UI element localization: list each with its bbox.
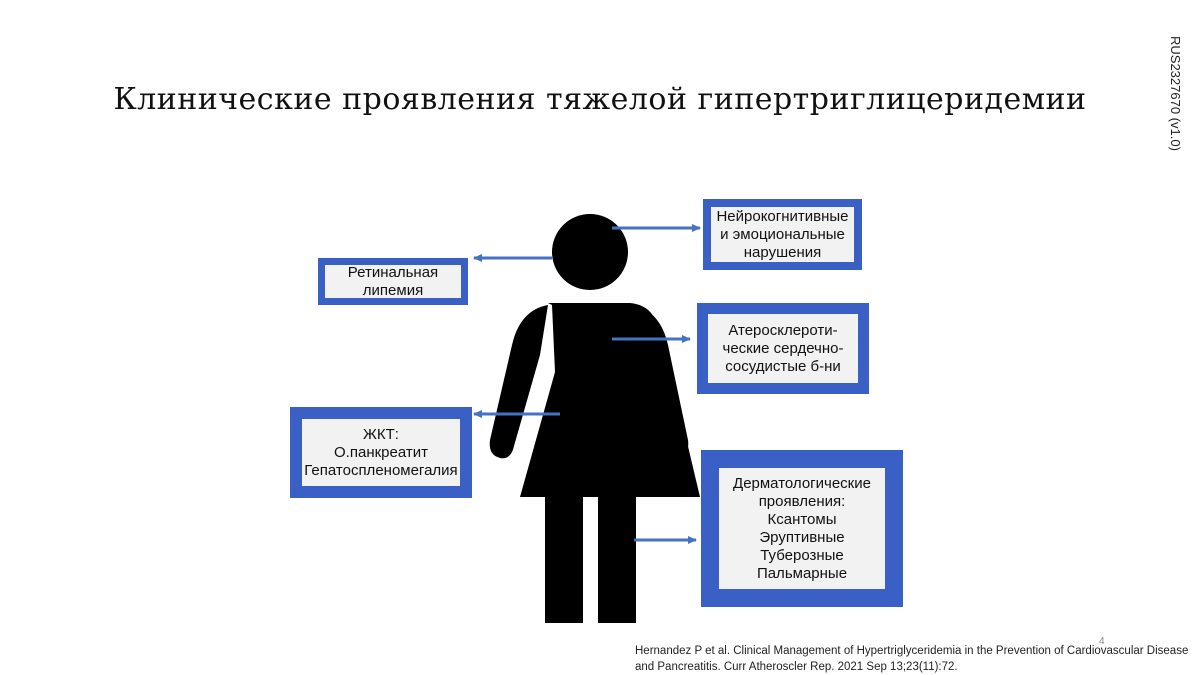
- box-line: ЖКТ:: [363, 425, 399, 443]
- box-line: проявления:: [758, 492, 846, 510]
- box-retinal-lipemia-text: Ретинальная липемия: [325, 263, 461, 299]
- box-line: Пальмарные: [756, 564, 848, 582]
- woman-figure-icon: [489, 214, 700, 623]
- document-code: RUS2327670 (v1.0): [1168, 36, 1183, 151]
- box-line: Туберозные: [760, 546, 844, 564]
- box-neurocognitive-text: Нейрокогнитивные и эмоциональные нарушен…: [711, 207, 854, 262]
- box-line: ческие сердечно-: [722, 339, 844, 357]
- box-line: Ретинальная: [347, 263, 439, 281]
- box-line: сосудистые б-ни: [725, 357, 841, 375]
- box-atherosclerotic: Атеросклероти- ческие сердечно- сосудист…: [697, 303, 869, 394]
- box-line: Ксантомы: [767, 510, 837, 528]
- citation: Hernandez P et al. Clinical Management o…: [635, 645, 1189, 673]
- slide-title: Клинические проявления тяжелой гипертриг…: [113, 82, 1087, 117]
- box-line: Дерматологические: [733, 474, 871, 492]
- box-line: Гепатоспленомегалия: [304, 461, 458, 479]
- box-line: и эмоциональные: [720, 225, 845, 243]
- box-line: Атеросклероти-: [728, 321, 838, 339]
- box-line: липемия: [362, 281, 424, 299]
- box-gastrointestinal-text: ЖКТ: О.панкреатит Гепатоспленомегалия: [302, 419, 460, 486]
- box-line: О.панкреатит: [334, 443, 428, 461]
- page-number: 4: [1099, 636, 1105, 647]
- box-dermatologic: Дерматологические проявления: Ксантомы Э…: [701, 450, 903, 607]
- box-atherosclerotic-text: Атеросклероти- ческие сердечно- сосудист…: [708, 314, 858, 383]
- box-dermatologic-text: Дерматологические проявления: Ксантомы Э…: [719, 468, 885, 589]
- box-line: нарушения: [743, 243, 822, 261]
- arrows: [473, 224, 701, 544]
- box-gastrointestinal: ЖКТ: О.панкреатит Гепатоспленомегалия: [290, 407, 472, 498]
- box-line: Эруптивные: [759, 528, 845, 546]
- box-line: Нейрокогнитивные: [716, 207, 849, 225]
- box-retinal-lipemia: Ретинальная липемия: [318, 258, 468, 305]
- box-neurocognitive: Нейрокогнитивные и эмоциональные нарушен…: [703, 199, 862, 270]
